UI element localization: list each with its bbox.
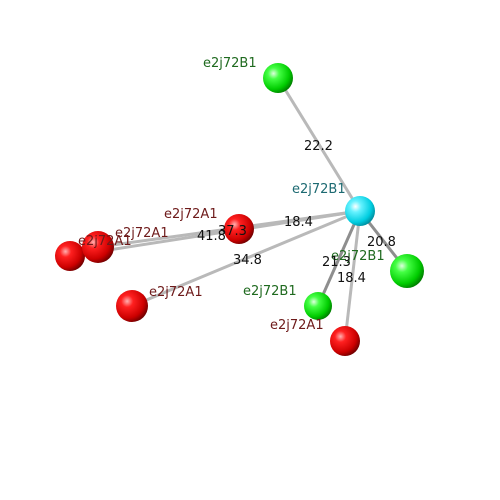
atom-label-red-center: e2j72A1 [164, 207, 218, 222]
distance-label-red-center: 18.4 [284, 215, 313, 230]
atom-spheres [55, 63, 424, 356]
atom-label-green-right: e2j72B1 [331, 249, 385, 264]
distance-label-green-right: 20.8 [367, 235, 396, 250]
atom-label-center: e2j72B1 [292, 182, 346, 197]
distance-labels: 22.2 18.4 37.3 41.8 34.8 20.8 21.3 18.4 [197, 139, 396, 286]
distance-label-red-bottom-right: 18.4 [337, 271, 366, 286]
atom-label-green-bottom: e2j72B1 [243, 284, 297, 299]
atom-label-red-bottom-right: e2j72A1 [270, 318, 324, 333]
bond-green-bottom [316, 210, 362, 307]
atom-red-lower-left[interactable] [116, 290, 148, 322]
atom-red-center[interactable] [224, 214, 254, 244]
atom-label-red-left-far: e2j72A1 [78, 234, 132, 249]
bond-red-bottom-right [343, 210, 362, 342]
distance-label-green-top: 22.2 [304, 139, 333, 154]
atom-green-top[interactable] [263, 63, 293, 93]
distance-label-red-lower-left: 34.8 [233, 253, 262, 268]
distance-label-green-bottom: 21.3 [322, 255, 351, 270]
atom-green-right[interactable] [390, 254, 424, 288]
atom-labels: e2j72B1 e2j72B1 e2j72A1 e2j72A1 e2j72A1 … [78, 56, 385, 333]
atom-center-cyan[interactable] [345, 196, 375, 226]
bond-green-top [276, 77, 362, 212]
atom-red-left-mid[interactable] [82, 231, 114, 263]
atom-red-bottom-right[interactable] [330, 326, 360, 356]
distance-label-red-left-far: 41.8 [197, 229, 226, 244]
atom-label-red-lower-left: e2j72A1 [149, 285, 203, 300]
distance-label-red-left-mid: 37.3 [218, 224, 247, 239]
bond-red-left-far [69, 209, 361, 258]
atom-green-bottom[interactable] [304, 292, 332, 320]
atom-label-green-top: e2j72B1 [203, 56, 257, 71]
bond-red-lower-left [131, 209, 361, 308]
atom-red-left-far[interactable] [55, 241, 85, 271]
atom-label-red-left-mid: e2j72A1 [115, 226, 169, 241]
